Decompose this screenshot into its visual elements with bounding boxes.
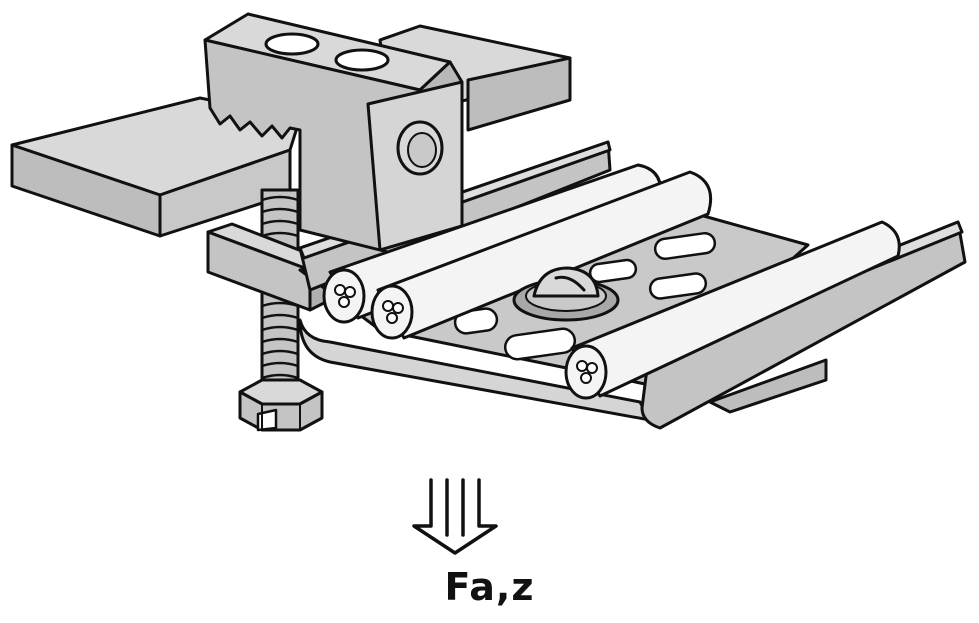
tray-right-wall — [640, 220, 967, 430]
nut-slot — [256, 408, 278, 432]
clamp-bracket — [203, 12, 464, 262]
cables — [322, 163, 901, 400]
beam-front-right — [466, 56, 572, 132]
screw-threads — [260, 195, 300, 380]
bracket-hole-2 — [334, 48, 390, 72]
tray-bolt — [512, 266, 620, 322]
cable-3 — [564, 220, 901, 400]
bolt-slot — [554, 275, 586, 292]
force-label: Fa,z — [444, 565, 535, 609]
bracket-hole-1 — [264, 32, 320, 56]
force-arrow-icon — [412, 478, 498, 555]
cable-2 — [370, 170, 713, 340]
tray-foot — [708, 358, 828, 414]
